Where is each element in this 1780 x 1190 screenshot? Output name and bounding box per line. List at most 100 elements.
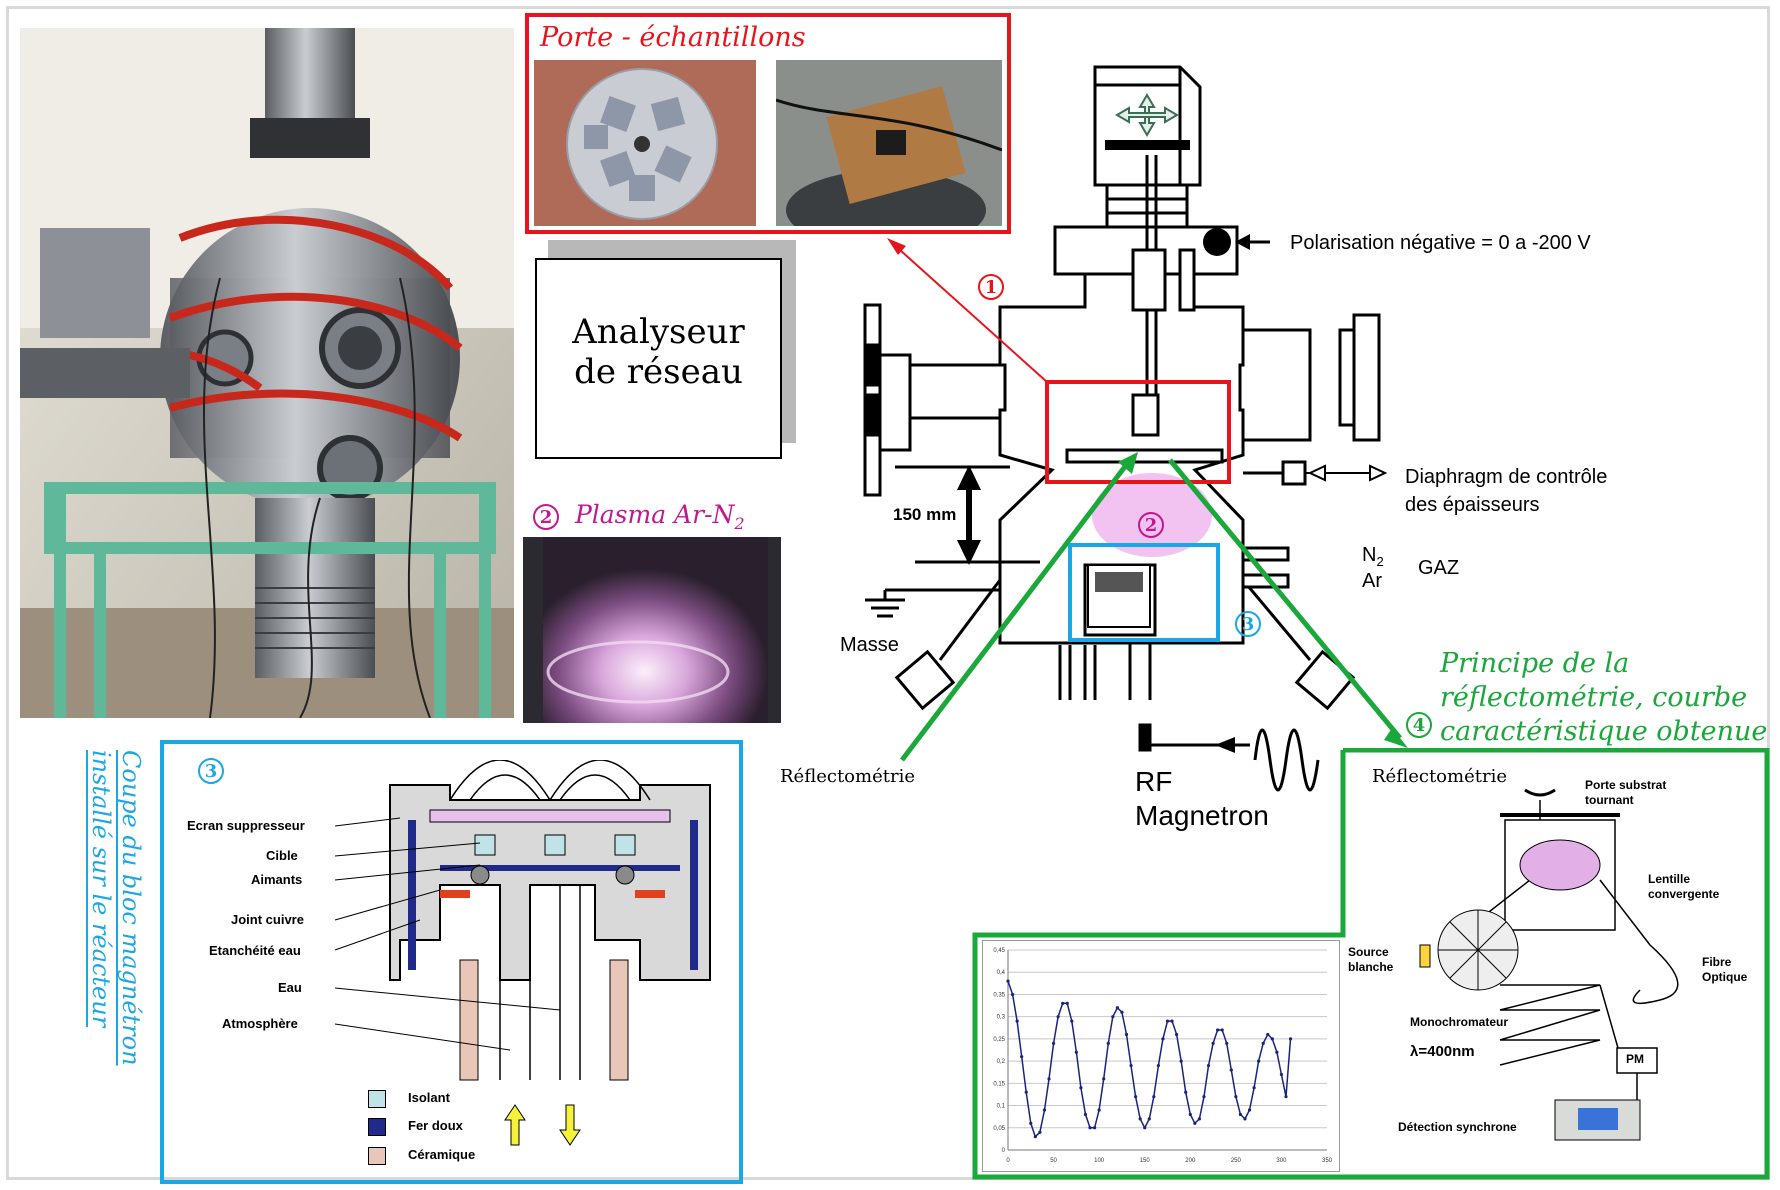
chart-point — [1051, 1041, 1056, 1045]
chart-ytick-label: 0,3 — [997, 1015, 1006, 1021]
chart-ytick-label: 0,05 — [993, 1126, 1005, 1132]
chart-point — [1124, 1032, 1129, 1037]
chart-point — [1284, 1095, 1288, 1099]
setup-convergente: convergente — [1648, 887, 1720, 901]
legend-ceramique-swatch — [368, 1147, 386, 1165]
chart-point — [1006, 979, 1010, 983]
chart-point — [1061, 1001, 1065, 1005]
chart-xtick-label: 350 — [1322, 1158, 1333, 1164]
chart-point — [1234, 1095, 1238, 1099]
chart-xtick-label: 50 — [1050, 1158, 1057, 1164]
gas-n2-sub: 2 — [1376, 554, 1384, 569]
chart-point — [1083, 1112, 1088, 1117]
rf-label-2: Magnetron — [1135, 800, 1269, 831]
chart-point — [1033, 1135, 1037, 1139]
magnetron-leader-lines — [334, 817, 561, 1051]
chart-xtick-label: 200 — [1185, 1158, 1196, 1164]
chart-xtick-label: 150 — [1140, 1158, 1151, 1164]
chart-point — [1029, 1121, 1033, 1125]
setup-monochromateur: Monochromateur — [1410, 1015, 1509, 1029]
magnetron-label-atmosphere: Atmosphère — [222, 1016, 298, 1031]
marker-1: 1 — [978, 274, 1004, 300]
chart-point — [1161, 1037, 1165, 1041]
chart-point — [1211, 1041, 1215, 1045]
chart-point — [1079, 1086, 1083, 1090]
gas-n2-text: N — [1362, 544, 1377, 566]
plasma-title-text: Plasma Ar-N — [574, 500, 735, 529]
chart-point — [1193, 1121, 1197, 1125]
legend-ferdoux-label: Fer doux — [408, 1118, 463, 1133]
chart-ytick-label: 0,1 — [997, 1104, 1006, 1110]
setup-tournant: tournant — [1585, 793, 1634, 807]
chart-point — [1020, 1055, 1024, 1059]
chart-point — [1143, 1126, 1147, 1130]
chart-point — [1188, 1112, 1192, 1117]
chart-point — [1092, 1126, 1097, 1130]
marker-3: 3 — [198, 758, 224, 784]
analyseur-line1: Analyseur — [572, 312, 745, 352]
plasma-photo — [523, 537, 781, 723]
polarisation-label: Polarisation négative = 0 a -200 V — [1290, 232, 1591, 254]
magnetron-label-eau: Eau — [278, 980, 302, 995]
chart-point — [1220, 1028, 1224, 1032]
masse-label: Masse — [840, 634, 899, 656]
magnetron-label-cible: Cible — [266, 848, 298, 863]
magnetron-frame — [160, 740, 743, 1184]
chart-series-line — [1007, 980, 1292, 1139]
reflecto-frame — [972, 748, 1770, 1180]
chart-point — [1229, 1068, 1233, 1072]
magnetron-vertical-line2: installé sur le réacteur — [87, 750, 115, 1028]
chart-point — [1065, 1001, 1069, 1005]
principe-line-1: Principe de la — [1440, 648, 1630, 679]
distance-label: 150 mm — [893, 505, 957, 524]
gas-ar-label: Ar — [1362, 570, 1382, 592]
chart-point — [1138, 1117, 1142, 1121]
rf-label-1: RF — [1135, 766, 1173, 797]
chart-point — [1216, 1028, 1220, 1032]
principe-line-3: caractéristique obtenue — [1440, 716, 1768, 747]
chart-point — [1074, 1050, 1078, 1054]
chart-ytick-label: 0,35 — [993, 992, 1005, 998]
chart-point — [1134, 1095, 1138, 1099]
chart-point — [1111, 1015, 1115, 1019]
marker-4: 4 — [1406, 712, 1432, 738]
chart-point — [1247, 1108, 1252, 1112]
magnetron-vertical-line1: Coupe du bloc magnétron — [117, 750, 145, 1066]
reflecto-left-label: Réflectométrie — [780, 766, 915, 787]
magnetron-label-aimants: Aimants — [251, 872, 303, 887]
plasma-title: 2 Plasma Ar-N2 — [533, 500, 745, 533]
marker-2-schematic: 2 — [1138, 512, 1164, 538]
setup-optique: Optique — [1702, 970, 1748, 984]
chart-point — [1042, 1108, 1047, 1112]
chart-point — [1015, 1019, 1019, 1023]
setup-porte-substrat: Porte substrat — [1585, 778, 1667, 792]
gaz-label: GAZ — [1418, 557, 1460, 579]
chart-point — [1288, 1037, 1293, 1041]
chart-ytick-label: 0,25 — [993, 1037, 1005, 1043]
chart-point — [1179, 1059, 1183, 1063]
reactor-photo — [20, 28, 514, 718]
analyseur-box: Analyseur de réseau — [535, 258, 782, 459]
chart-ytick-label: 0 — [1002, 1148, 1006, 1154]
chart-xtick-label: 300 — [1276, 1158, 1287, 1164]
chart-point — [1197, 1117, 1201, 1121]
magnetron-label-joint: Joint cuivre — [231, 912, 304, 927]
chart-point — [1088, 1126, 1092, 1130]
sample-holder-disc-photo — [534, 60, 756, 226]
chart-point — [1184, 1090, 1188, 1094]
plasma-title-sub: 2 — [734, 514, 745, 533]
chart-xtick-label: 250 — [1231, 1158, 1242, 1164]
marker-2: 2 — [533, 504, 559, 530]
reactor-schematic — [863, 65, 1408, 792]
chart-point — [1056, 1015, 1060, 1019]
gas-n2-label: N2 — [1362, 544, 1384, 569]
setup-blanche: blanche — [1348, 960, 1394, 974]
chart-point — [1275, 1050, 1279, 1054]
chart-point — [1102, 1077, 1106, 1081]
chart-point — [1115, 1006, 1119, 1010]
chart-point — [1238, 1112, 1243, 1117]
diaphragm-label-1: Diaphragm de contrôle — [1405, 466, 1608, 488]
chart-point — [1120, 1010, 1124, 1014]
chart-point — [1206, 1063, 1211, 1068]
setup-pm: PM — [1626, 1052, 1644, 1066]
